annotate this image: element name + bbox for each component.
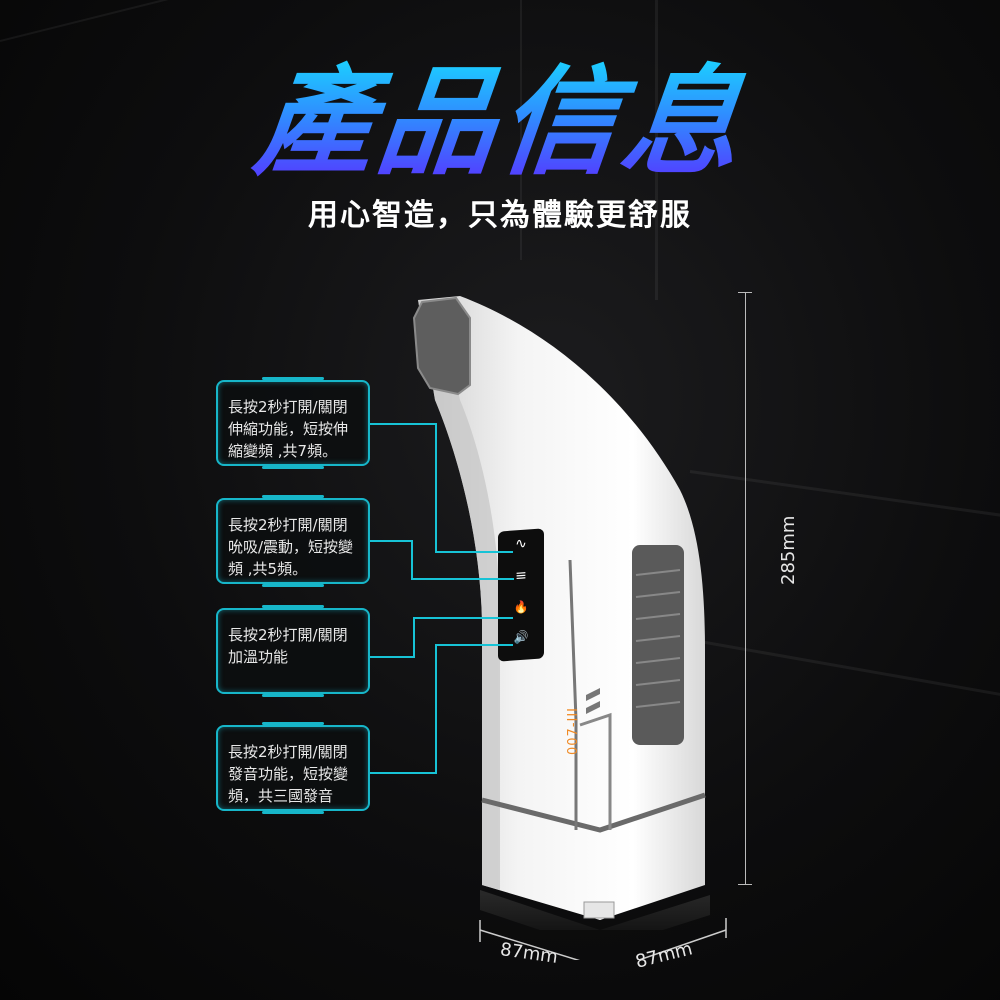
page-subtitle: 用心智造，只為體驗更舒服	[308, 198, 692, 233]
callout-text: 長按2秒打開/關閉	[228, 743, 348, 761]
control-panel: ∿ ≡ 🔥 🔊	[498, 528, 544, 662]
callout-text: 加溫功能	[228, 648, 289, 666]
connector-line	[370, 656, 415, 658]
background-line	[655, 0, 658, 300]
height-dimension-line	[745, 292, 746, 884]
connector-line	[435, 551, 513, 553]
callout-text: 縮變頻 ,共7頻。	[228, 442, 338, 460]
connector-line	[411, 540, 413, 580]
background-line	[0, 0, 292, 42]
product-illustration	[412, 296, 710, 930]
connector-line	[413, 617, 513, 619]
callout-suction-vibration: 長按2秒打開/關閉 吮吸/震動，短按變 頻 ,共5頻。	[216, 495, 370, 587]
connector-line	[413, 617, 415, 658]
page-title: 產品信息	[0, 52, 1000, 192]
connector-line	[370, 423, 436, 425]
connector-line	[435, 644, 437, 774]
height-dimension: 285mm	[778, 515, 799, 585]
width-dimension-lines	[479, 918, 727, 960]
callout-text: 頻，共三國發音	[228, 787, 334, 805]
model-label: 007-III	[566, 706, 581, 755]
callout-text: 長按2秒打開/關閉	[228, 626, 348, 644]
connector-line	[370, 772, 437, 774]
callout-text: 長按2秒打開/關閉	[228, 516, 348, 534]
dimension-cap	[738, 292, 752, 293]
connector-line	[411, 578, 514, 580]
suction-icon[interactable]: ≡	[515, 567, 527, 585]
callout-heating: 長按2秒打開/關閉 加溫功能	[216, 605, 370, 697]
callout-text: 吮吸/震動，短按變	[228, 538, 354, 556]
flame-icon[interactable]: 🔥	[513, 599, 529, 615]
callout-text: 伸縮功能，短按伸	[228, 420, 349, 438]
callout-telescopic: 長按2秒打開/關閉 伸縮功能，短按伸 縮變頻 ,共7頻。	[216, 377, 370, 469]
background-line	[520, 0, 522, 260]
dimension-cap	[738, 884, 752, 885]
callout-text: 頻 ,共5頻。	[228, 560, 308, 578]
connector-line	[370, 540, 412, 542]
connector-line	[435, 423, 437, 553]
callout-sound: 長按2秒打開/關閉 發音功能，短按變 頻，共三國發音	[216, 722, 370, 814]
callout-text: 長按2秒打開/關閉	[228, 398, 348, 416]
callout-text: 發音功能，短按變	[228, 765, 349, 783]
connector-line	[435, 644, 513, 646]
background-line	[689, 470, 1000, 518]
